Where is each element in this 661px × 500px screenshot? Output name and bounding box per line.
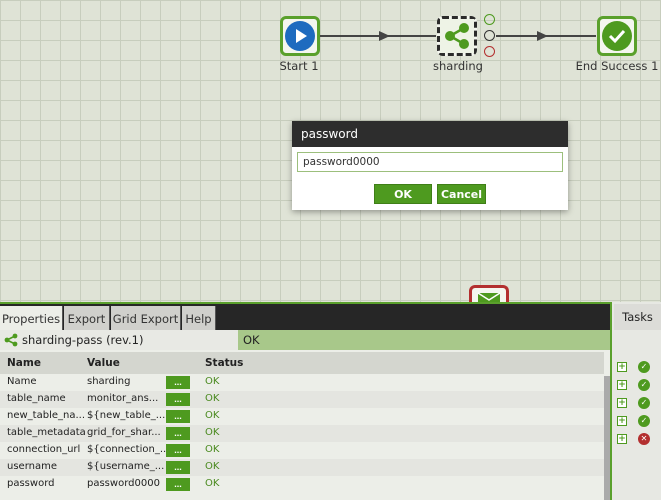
resource-status: OK xyxy=(238,330,610,350)
failure-hop-dot[interactable] xyxy=(484,46,495,57)
property-status: OK xyxy=(205,478,220,489)
start-node[interactable] xyxy=(280,16,320,56)
expand-icon[interactable]: + xyxy=(617,398,627,408)
play-icon xyxy=(285,21,315,51)
property-value: sharding xyxy=(87,376,131,387)
edit-button[interactable]: ... xyxy=(166,461,190,474)
table-row[interactable]: Name sharding ... OK xyxy=(0,374,604,391)
sharding-node-label: sharding xyxy=(433,59,483,73)
tab-properties[interactable]: Properties xyxy=(0,306,63,332)
property-value: password0000 xyxy=(87,478,160,489)
error-icon: ✕ xyxy=(638,433,650,445)
property-name: username xyxy=(7,461,57,472)
property-value: grid_for_shar... xyxy=(87,427,161,438)
expand-icon[interactable]: + xyxy=(617,380,627,390)
property-status: OK xyxy=(205,461,220,472)
dialog-title: password xyxy=(292,121,568,147)
property-name: connection_url xyxy=(7,444,81,455)
end-success-node-label: End Success 1 xyxy=(575,59,659,73)
panel-tabbar: Properties Export Grid Export Help xyxy=(0,302,610,332)
success-icon: ✓ xyxy=(638,415,650,427)
edit-button[interactable]: ... xyxy=(166,376,190,389)
success-icon: ✓ xyxy=(638,397,650,409)
workflow-canvas[interactable]: Start 1 sharding End Success 1 xyxy=(0,0,661,302)
sharding-node[interactable] xyxy=(437,16,477,56)
tab-grid-export[interactable]: Grid Export xyxy=(111,306,181,332)
password-dialog: password OK Cancel xyxy=(292,121,568,210)
property-value: ${new_table_... xyxy=(87,410,166,421)
property-status: OK xyxy=(205,427,220,438)
resource-row: sharding-pass (rev.1) OK xyxy=(0,330,610,350)
success-hop-dot[interactable] xyxy=(484,14,495,25)
edit-button[interactable]: ... xyxy=(166,478,190,491)
table-row[interactable]: table_metadata grid_for_shar... ... OK xyxy=(0,425,604,442)
start-node-label: Start 1 xyxy=(279,59,319,73)
unconditional-hop-dot[interactable] xyxy=(484,30,495,41)
expand-icon[interactable]: + xyxy=(617,416,627,426)
property-name: password xyxy=(7,478,55,489)
property-name: table_name xyxy=(7,393,66,404)
resource-name-text: sharding-pass (rev.1) xyxy=(22,333,144,347)
properties-panel: Properties Export Grid Export Help shard… xyxy=(0,302,610,500)
column-header-name: Name xyxy=(7,357,41,369)
hop-arrow xyxy=(537,31,548,41)
table-row[interactable]: password password0000 ... OK xyxy=(0,476,604,493)
check-icon xyxy=(602,21,632,51)
properties-table: Name Value Status Name sharding ... OK t… xyxy=(0,352,604,493)
cancel-button[interactable]: Cancel xyxy=(437,184,486,204)
edit-button[interactable]: ... xyxy=(166,427,190,440)
expand-icon[interactable]: + xyxy=(617,362,627,372)
property-status: OK xyxy=(205,410,220,421)
property-value: monitor_ans... xyxy=(87,393,159,404)
email-node[interactable] xyxy=(469,285,509,302)
column-header-value: Value xyxy=(87,357,120,369)
table-row[interactable]: table_name monitor_ans... ... OK xyxy=(0,391,604,408)
property-status: OK xyxy=(205,376,220,387)
table-body: Name sharding ... OK table_name monitor_… xyxy=(0,374,604,493)
edit-button[interactable]: ... xyxy=(166,393,190,406)
property-value: ${username_... xyxy=(87,461,165,472)
column-header-status: Status xyxy=(205,357,244,369)
tab-export[interactable]: Export xyxy=(64,306,110,332)
table-scrollbar[interactable] xyxy=(604,376,610,500)
table-row[interactable]: new_table_na... ${new_table_... ... OK xyxy=(0,408,604,425)
end-success-node[interactable] xyxy=(597,16,637,56)
hop-arrow xyxy=(379,31,390,41)
success-icon: ✓ xyxy=(638,379,650,391)
edit-button[interactable]: ... xyxy=(166,410,190,423)
share-icon xyxy=(440,19,474,53)
success-icon: ✓ xyxy=(638,361,650,373)
property-value: ${connection_... xyxy=(87,444,170,455)
password-input[interactable] xyxy=(297,152,563,172)
property-status: OK xyxy=(205,444,220,455)
property-name: table_metadata xyxy=(7,427,86,438)
tab-help[interactable]: Help xyxy=(182,306,216,332)
envelope-icon xyxy=(477,292,501,302)
share-icon xyxy=(4,333,18,347)
hop-start-sharding[interactable] xyxy=(320,35,436,37)
resource-name: sharding-pass (rev.1) xyxy=(0,330,238,350)
property-status: OK xyxy=(205,393,220,404)
table-row[interactable]: connection_url ${connection_... ... OK xyxy=(0,442,604,459)
expand-icon[interactable]: + xyxy=(617,434,627,444)
tab-tasks[interactable]: Tasks xyxy=(614,304,661,330)
table-header: Name Value Status xyxy=(0,352,604,374)
ok-button[interactable]: OK xyxy=(374,184,432,204)
edit-button[interactable]: ... xyxy=(166,444,190,457)
property-name: new_table_na... xyxy=(7,410,85,421)
table-row[interactable]: username ${username_... ... OK xyxy=(0,459,604,476)
property-name: Name xyxy=(7,376,37,387)
tasks-panel: Tasks + ✓ + ✓ + ✓ + ✓ + ✕ xyxy=(610,302,661,500)
